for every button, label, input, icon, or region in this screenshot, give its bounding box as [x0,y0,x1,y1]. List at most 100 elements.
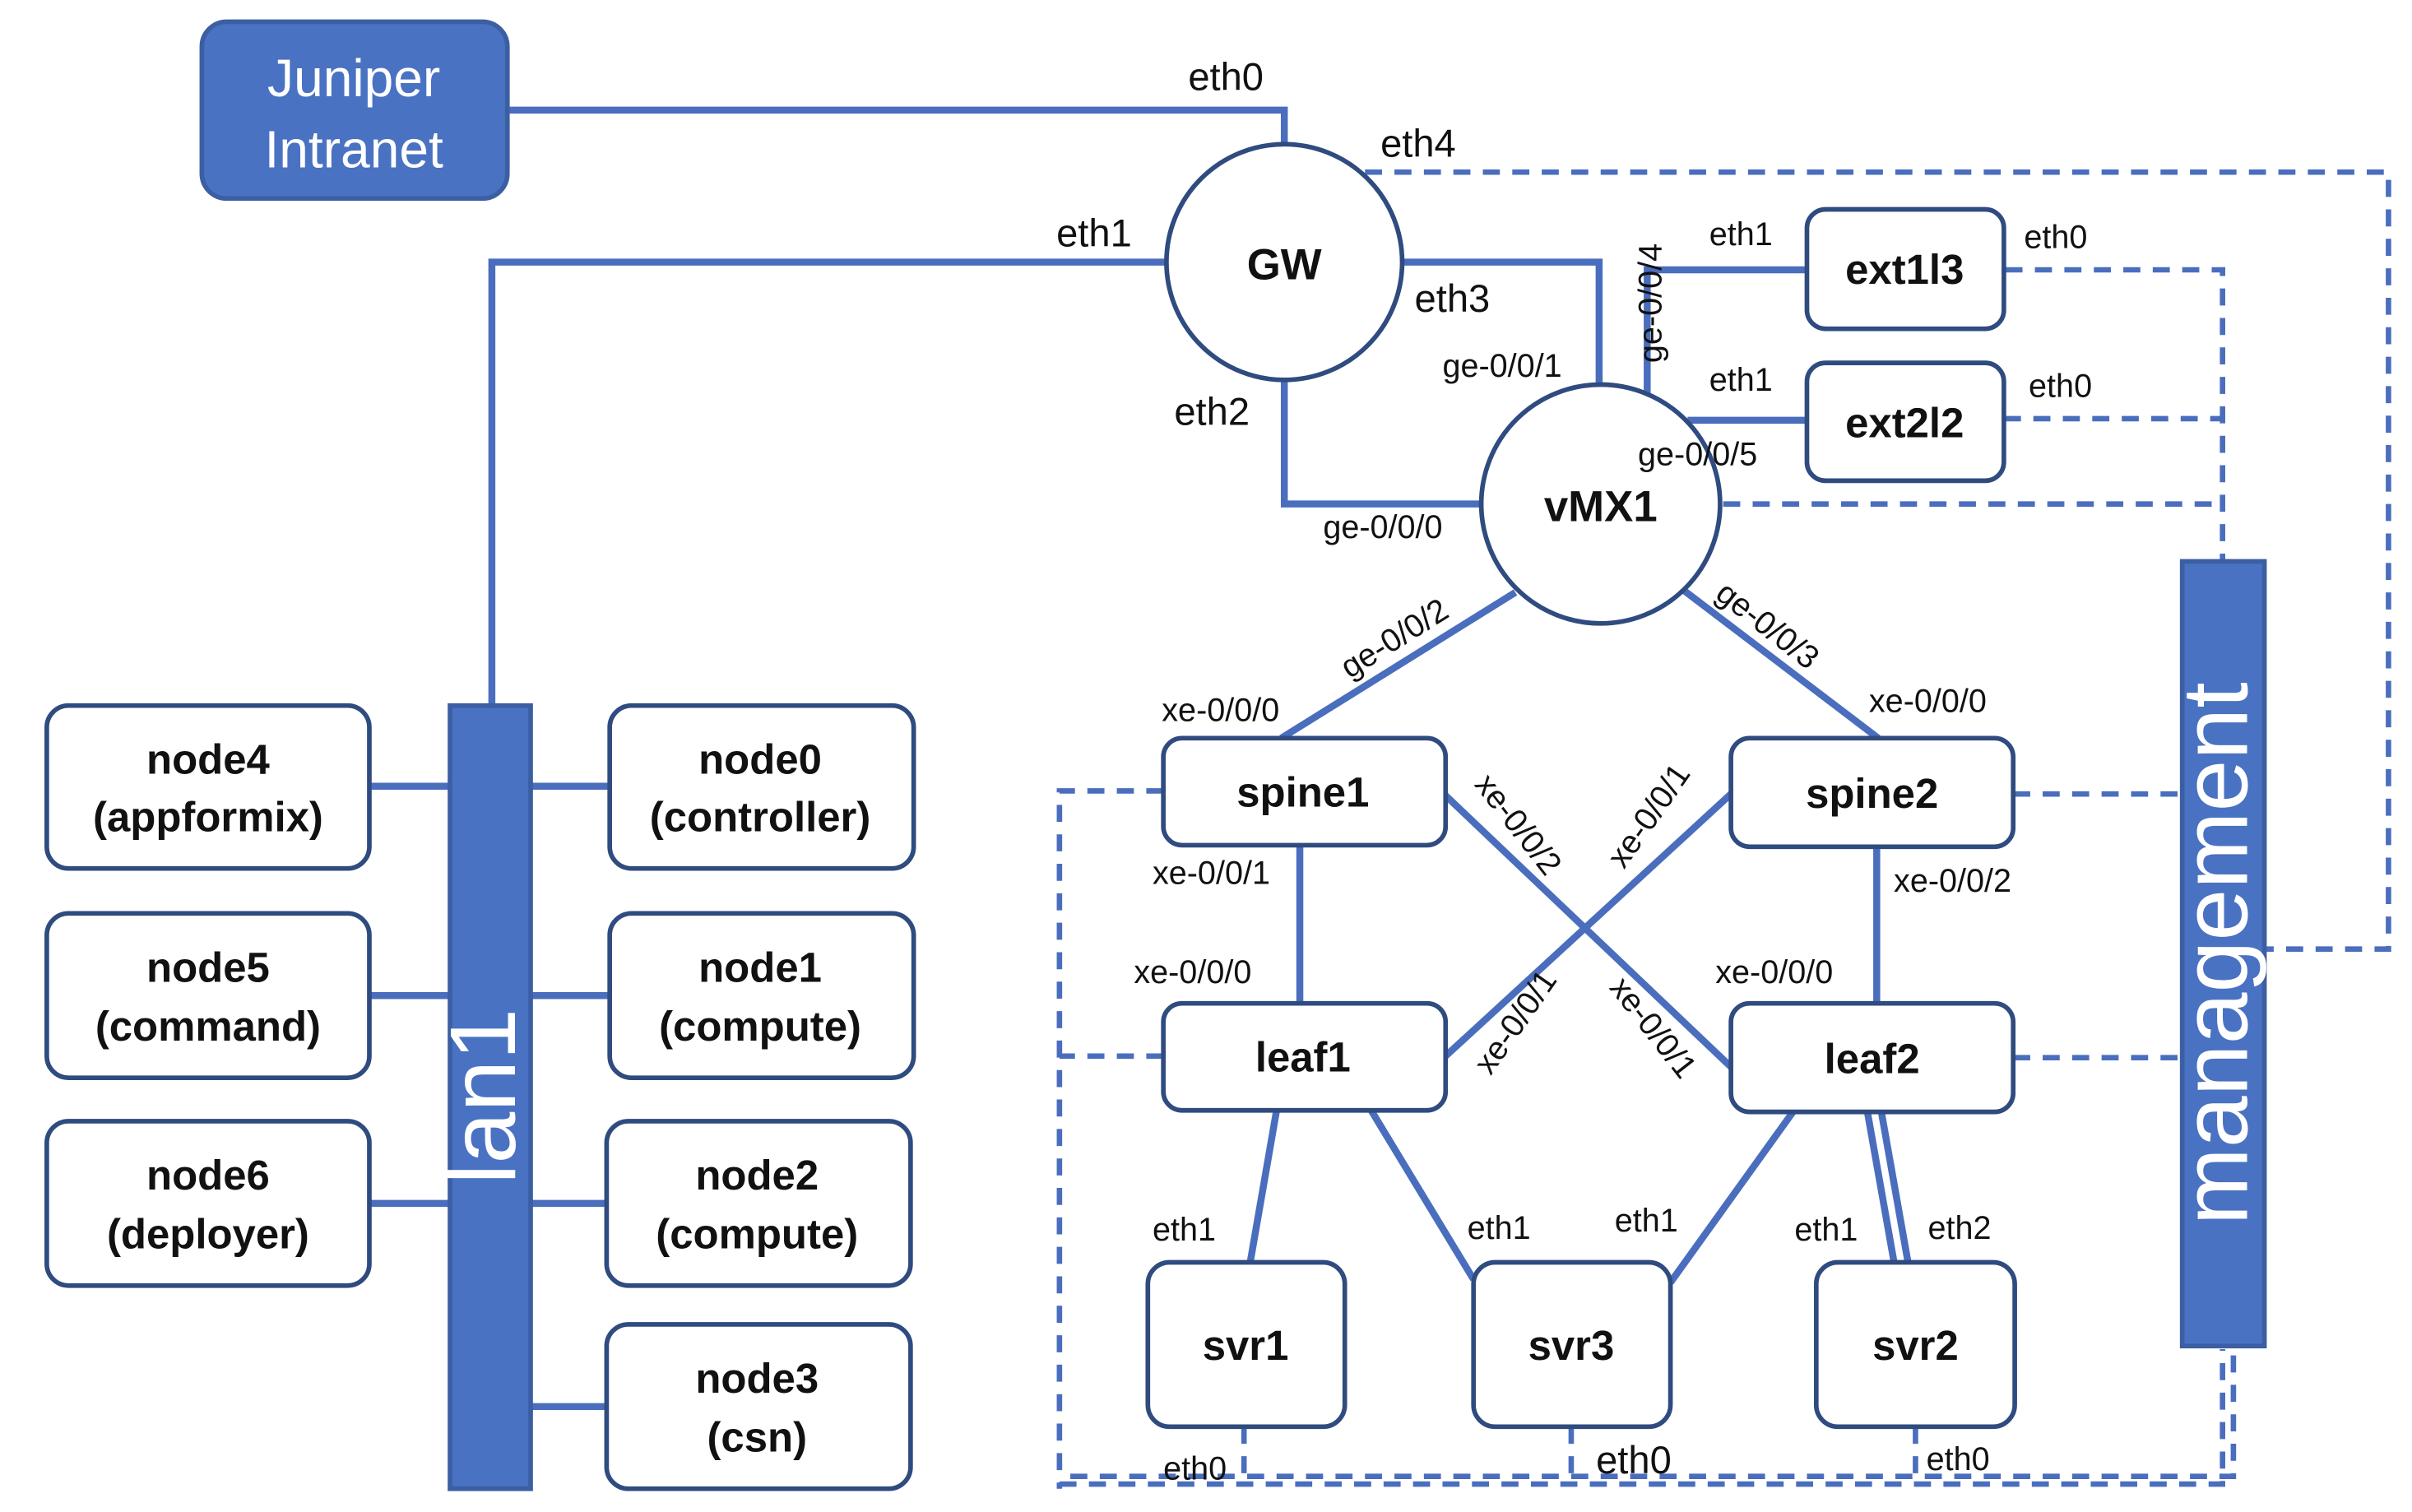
spine2-node: spine2 [1728,735,2016,850]
node1-line1: node1 [698,944,822,990]
node6-line2: (deployer) [107,1211,309,1258]
node2-line1: node2 [695,1152,819,1199]
iface-ext1-eth1: eth1 [1709,216,1773,253]
iface-gw-eth0: eth0 [1188,54,1264,98]
iface-spine1-xe001: xe-0/0/1 [1153,856,1270,892]
iface-svr2-eth2: eth2 [1928,1210,1992,1246]
iface-ext1-eth0: eth0 [2024,220,2087,256]
link-leaf2-svr3 [1668,1110,1796,1285]
link-intranet-gw [508,106,1288,145]
iface-svr3-eth1b: eth1 [1615,1203,1678,1239]
mgmt-link-ext1l3 [2005,267,2226,562]
node2-node: node2 (compute) [604,1119,913,1288]
iface-ext2-eth1: eth1 [1709,362,1773,398]
node0-line2: (controller) [650,793,871,840]
ext1l3-node: ext1l3 [1804,206,2006,332]
node3-line2: (csn) [707,1413,807,1460]
node2-line2: (compute) [656,1211,858,1258]
link-leaf1-svr3 [1368,1108,1477,1282]
iface-vmx-ge005: ge-0/0/5 [1638,437,1757,473]
iface-svr3-eth1a: eth1 [1468,1210,1531,1246]
ext2l2-node: ext2l2 [1804,360,2006,484]
link-spine2-leaf1 [1443,791,1733,1059]
node6-node: node6 (deployer) [44,1119,372,1288]
mgmt-link-spine1 [1056,788,1164,1489]
link-vmx1-spine1 [1279,589,1518,741]
link-vmx1-spine2 [1681,587,1881,741]
link-gw-lan1 [488,258,1167,706]
mgmt-bottom-bus [1059,1349,2226,1487]
iface-spine2-xe001: xe-0/0/1 [1600,757,1697,874]
node3-line1: node3 [695,1355,819,1402]
link-leaf2-svr2-eth1 [1863,1111,1898,1262]
link-spine1-leaf2 [1443,792,1734,1070]
node5-line2: (command) [95,1003,321,1050]
iface-vmx-ge000: ge-0/0/0 [1323,509,1442,545]
svr2-node: svr2 [1813,1259,2017,1430]
node0-line1: node0 [698,736,822,783]
juniper-intranet-node: Juniper Intranet [199,19,510,202]
link-gw-vmx1-ge001 [1400,258,1603,385]
leaf1-label: leaf1 [1255,1034,1351,1081]
node4-line2: (appformix) [93,793,323,840]
iface-leaf1-xe000: xe-0/0/0 [1134,954,1251,990]
iface-gw-eth3: eth3 [1415,276,1491,320]
leaf2-node: leaf2 [1728,1000,2016,1115]
node4-node: node4 (appformix) [44,703,372,871]
iface-gw-eth2: eth2 [1174,390,1250,434]
gw-node: GW [1164,141,1405,383]
svr1-label: svr1 [1203,1322,1289,1369]
node5-node: node5 (command) [44,911,372,1080]
management-label: management [2164,682,2267,1225]
svr1-node: svr1 [1145,1259,1347,1430]
ext1l3-label: ext1l3 [1845,246,1964,293]
iface-svr2-eth0: eth0 [1927,1441,1990,1477]
leaf2-label: leaf2 [1825,1036,1920,1083]
svr3-label: svr3 [1528,1322,1615,1369]
link-leaf2-svr2-eth2 [1877,1111,1912,1262]
lan1-label: lan1 [431,1009,535,1185]
node1-line2: (compute) [659,1003,861,1050]
iface-leaf2-xe000: xe-0/0/0 [1715,954,1833,990]
iface-svr1-eth1: eth1 [1153,1212,1216,1248]
node6-line1: node6 [146,1152,270,1199]
link-vmx1-ext1l3 [1644,266,1807,406]
spine1-label: spine1 [1236,768,1369,815]
leaf1-node: leaf1 [1161,1000,1449,1113]
iface-vmx-ge001: ge-0/0/1 [1442,348,1561,384]
mgmt-link-gw [1365,169,2391,952]
iface-vmx-ge004: ge-0/0/4 [1632,243,1668,363]
iface-gw-eth1: eth1 [1056,211,1132,255]
management-bar: management [2164,559,2267,1349]
node1-node: node1 (compute) [607,911,916,1080]
solid-links [369,106,1912,1411]
ext2l2-label: ext2l2 [1845,400,1964,447]
node3-node: node3 (csn) [604,1322,913,1491]
node4-line1: node4 [146,736,271,783]
iface-spine1-xe000: xe-0/0/0 [1162,693,1279,729]
gw-label: GW [1247,240,1322,289]
svr2-label: svr2 [1872,1322,1959,1369]
node5-line1: node5 [146,944,270,990]
iface-spine2-xe002: xe-0/0/2 [1894,863,2011,899]
iface-ext2-eth0: eth0 [2029,369,2092,405]
management-links [1056,169,2391,1489]
node0-node: node0 (controller) [607,703,916,871]
iface-svr3-eth0: eth0 [1596,1438,1672,1482]
iface-gw-eth4: eth4 [1380,121,1456,165]
iface-spine2-xe000: xe-0/0/0 [1869,683,1987,719]
vmx1-label: vMX1 [1544,482,1658,531]
spine1-node: spine1 [1161,735,1449,848]
link-leaf1-svr1 [1246,1110,1280,1264]
svr3-node: svr3 [1471,1259,1673,1430]
spine2-label: spine2 [1806,770,1938,817]
lan1-bar: lan1 [431,703,535,1491]
iface-svr2-eth1: eth1 [1794,1212,1858,1248]
vmx1-node: vMX1 [1478,382,1723,626]
iface-svr1-eth0: eth0 [1163,1450,1227,1486]
link-gw-vmx1-ge000 [1280,379,1485,508]
juniper-intranet-line1: Juniper [267,49,440,108]
mgmt-bottom-bus-inner [1070,1349,2237,1479]
juniper-intranet-line2: Intranet [264,120,443,179]
